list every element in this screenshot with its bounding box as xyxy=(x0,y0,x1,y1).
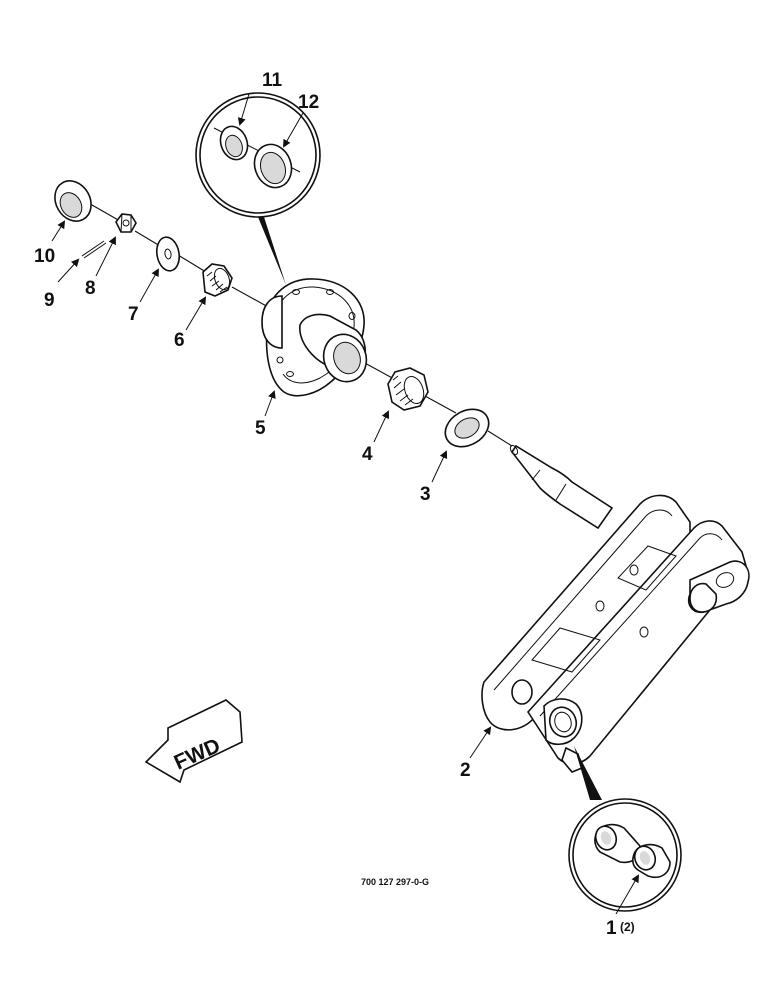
seal-part-3 xyxy=(444,408,490,448)
figure-number: 700 127 297-0-G xyxy=(361,877,429,887)
inner-bearing-part-4 xyxy=(387,367,429,411)
grease-cap-part-10 xyxy=(54,180,92,222)
cotter-pin-part-9 xyxy=(81,240,107,259)
detail-circle-bushings xyxy=(568,746,682,912)
callout-9: 9 xyxy=(44,290,55,311)
outer-bearing-part-6 xyxy=(202,263,233,297)
callout-10: 10 xyxy=(34,246,55,267)
callout-labels: 11 12 10 9 8 7 6 5 4 3 2 1 (2) xyxy=(34,70,635,939)
callout-11: 11 xyxy=(262,70,283,91)
leader-arrows xyxy=(51,93,640,915)
hub-part-5 xyxy=(261,278,368,397)
callout-5: 5 xyxy=(255,418,266,439)
castle-nut-part-8 xyxy=(115,213,137,233)
callout-6: 6 xyxy=(174,330,185,351)
callout-7: 7 xyxy=(128,304,139,325)
detail-circle-cups xyxy=(195,92,321,285)
callout-2: 2 xyxy=(460,760,471,781)
callout-12: 12 xyxy=(298,92,319,113)
callout-1-quantity: (2) xyxy=(620,920,635,934)
forward-direction-arrow: FWD xyxy=(144,699,243,784)
callout-1: 1 xyxy=(606,918,617,939)
callout-3: 3 xyxy=(420,484,431,505)
washer-part-7 xyxy=(155,236,181,272)
callout-4: 4 xyxy=(362,444,373,465)
spindle-arm-part-2 xyxy=(481,444,750,773)
callout-8: 8 xyxy=(85,278,96,299)
